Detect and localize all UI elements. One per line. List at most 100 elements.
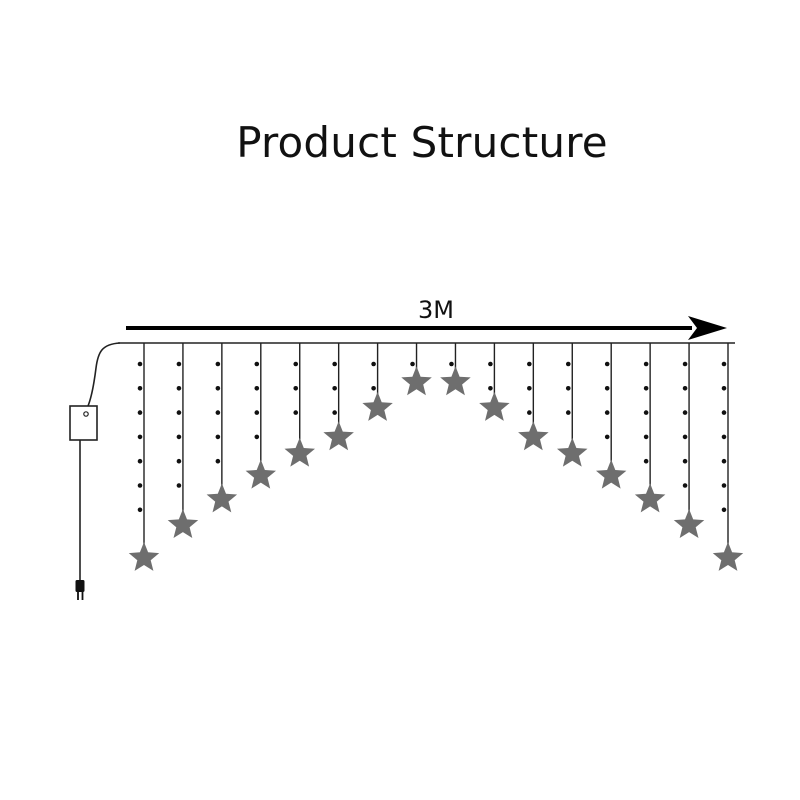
led-bead-icon bbox=[604, 410, 610, 415]
star-light-icon bbox=[245, 459, 276, 489]
light-strand bbox=[167, 343, 199, 538]
light-strand bbox=[712, 343, 744, 571]
star-light-icon bbox=[673, 509, 705, 538]
led-bead-icon bbox=[137, 507, 143, 513]
star-light-icon bbox=[401, 366, 432, 396]
led-bead-icon bbox=[449, 361, 454, 367]
led-bead-icon bbox=[565, 361, 571, 367]
led-bead-icon bbox=[176, 361, 182, 367]
light-strand bbox=[518, 343, 549, 451]
led-bead-icon bbox=[721, 458, 727, 464]
light-strand bbox=[323, 343, 354, 451]
led-bead-icon bbox=[682, 458, 688, 464]
length-arrow bbox=[126, 316, 727, 340]
led-bead-icon bbox=[527, 386, 532, 391]
led-bead-icon bbox=[682, 361, 688, 367]
led-bead-icon bbox=[565, 386, 571, 391]
led-bead-icon bbox=[643, 434, 649, 440]
led-bead-icon bbox=[643, 386, 649, 391]
led-bead-icon bbox=[215, 361, 221, 367]
plug-icon bbox=[75, 580, 85, 600]
led-bead-icon bbox=[293, 410, 299, 415]
led-bead-icon bbox=[176, 434, 182, 440]
led-bead-icon bbox=[137, 483, 143, 488]
light-strand bbox=[245, 343, 276, 489]
star-light-icon bbox=[518, 421, 549, 451]
led-bead-icon bbox=[332, 361, 337, 367]
led-bead-icon bbox=[643, 361, 649, 367]
light-strand bbox=[440, 343, 471, 396]
light-strand bbox=[596, 343, 627, 489]
led-bead-icon bbox=[254, 386, 260, 391]
strands-group bbox=[128, 343, 744, 571]
led-bead-icon bbox=[137, 410, 143, 415]
led-bead-icon bbox=[604, 386, 610, 391]
led-bead-icon bbox=[137, 361, 143, 367]
led-bead-icon bbox=[215, 458, 221, 464]
led-bead-icon bbox=[254, 361, 260, 367]
light-strand bbox=[284, 343, 315, 467]
star-light-icon bbox=[634, 483, 666, 513]
led-bead-icon bbox=[721, 434, 727, 440]
led-bead-icon bbox=[643, 458, 649, 464]
star-light-icon bbox=[440, 366, 471, 396]
arrow-head-icon bbox=[688, 316, 727, 340]
star-light-icon bbox=[323, 421, 354, 451]
controller-box-icon bbox=[69, 405, 98, 441]
led-bead-icon bbox=[682, 483, 688, 488]
lead-cable bbox=[87, 342, 121, 407]
light-strand bbox=[128, 343, 160, 571]
led-bead-icon bbox=[721, 410, 727, 415]
led-bead-icon bbox=[527, 410, 532, 415]
star-light-icon bbox=[712, 542, 744, 571]
led-bead-icon bbox=[371, 386, 376, 391]
led-bead-icon bbox=[721, 483, 727, 488]
star-light-icon bbox=[167, 509, 199, 538]
led-bead-icon bbox=[215, 434, 221, 440]
led-bead-icon bbox=[332, 386, 337, 391]
light-strand bbox=[401, 343, 432, 396]
led-bead-icon bbox=[293, 361, 299, 367]
led-bead-icon bbox=[215, 410, 221, 415]
led-bead-icon bbox=[137, 458, 143, 464]
led-bead-icon bbox=[721, 507, 727, 513]
led-bead-icon bbox=[682, 386, 688, 391]
led-bead-icon bbox=[254, 434, 260, 440]
led-bead-icon bbox=[643, 410, 649, 415]
led-bead-icon bbox=[488, 361, 493, 367]
led-bead-icon bbox=[176, 483, 182, 488]
star-light-icon bbox=[362, 391, 393, 421]
star-light-icon bbox=[128, 542, 160, 571]
led-bead-icon bbox=[332, 410, 337, 415]
led-bead-icon bbox=[565, 410, 571, 415]
star-light-icon bbox=[557, 437, 588, 467]
led-bead-icon bbox=[721, 386, 727, 391]
light-strand bbox=[362, 343, 393, 421]
page-title: Product Structure bbox=[236, 118, 608, 167]
star-light-icon bbox=[206, 483, 238, 513]
light-strand bbox=[634, 343, 666, 513]
led-bead-icon bbox=[604, 361, 610, 367]
led-bead-icon bbox=[137, 386, 143, 391]
star-light-icon bbox=[479, 391, 510, 421]
led-bead-icon bbox=[682, 410, 688, 415]
led-bead-icon bbox=[527, 361, 532, 367]
led-bead-icon bbox=[721, 361, 727, 367]
led-bead-icon bbox=[410, 361, 415, 367]
led-bead-icon bbox=[371, 361, 376, 367]
led-bead-icon bbox=[176, 410, 182, 415]
light-strand bbox=[206, 343, 238, 513]
led-bead-icon bbox=[137, 434, 143, 440]
light-strand bbox=[479, 343, 510, 421]
light-strand bbox=[557, 343, 588, 467]
led-bead-icon bbox=[176, 386, 182, 391]
star-light-icon bbox=[596, 459, 627, 489]
led-bead-icon bbox=[254, 410, 260, 415]
star-light-icon bbox=[284, 437, 315, 467]
led-bead-icon bbox=[604, 434, 610, 440]
length-label: 3M bbox=[418, 296, 454, 324]
led-bead-icon bbox=[682, 434, 688, 440]
led-bead-icon bbox=[215, 386, 221, 391]
led-bead-icon bbox=[176, 458, 182, 464]
